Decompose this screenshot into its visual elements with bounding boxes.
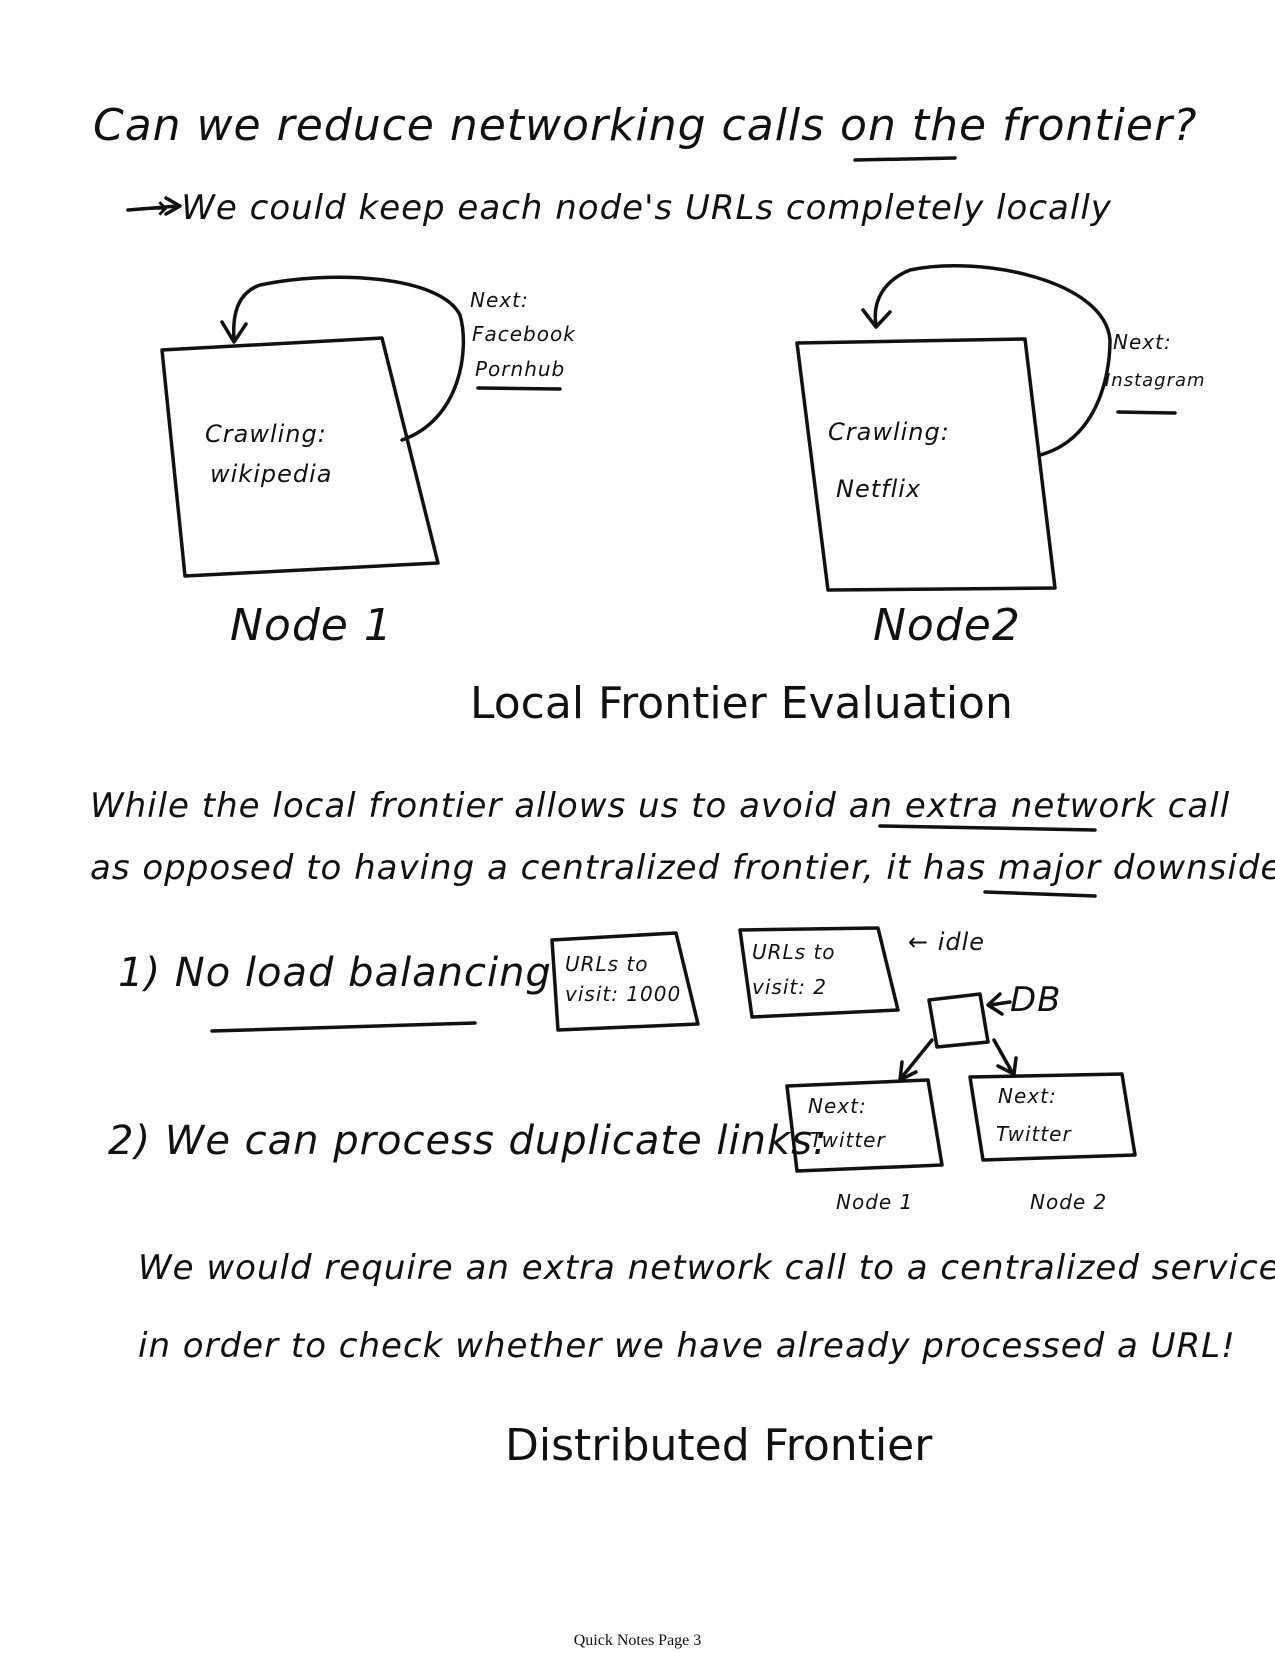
dup-box2-line2: Twitter xyxy=(996,1122,1072,1146)
underline-extra-network-call xyxy=(878,824,1097,832)
point-1-no-load-balancing: 1) No load balancing xyxy=(118,950,552,996)
dup-box1-caption: Node 1 xyxy=(836,1190,914,1214)
box-a-line1: URLs to xyxy=(565,952,649,976)
underline-instagram xyxy=(1116,410,1177,415)
node2-caption: Node2 xyxy=(873,600,1021,651)
box-b-line1: URLs to xyxy=(752,940,836,964)
subpoint-text: → We could keep each node's URLs complet… xyxy=(140,188,1112,228)
dup-box2-caption: Node 2 xyxy=(1030,1190,1108,1214)
db-label: DB xyxy=(1010,980,1062,1020)
node1-loop-arrow xyxy=(231,275,466,442)
node1-crawling-site: wikipedia xyxy=(210,460,333,488)
point-2-duplicate-links: 2) We can process duplicate links: xyxy=(108,1118,828,1164)
underline-no-load-balancing xyxy=(210,1021,477,1033)
conclusion-line-1: We would require an extra network call t… xyxy=(138,1248,1275,1288)
db-arrow-right xyxy=(992,1038,1014,1074)
underline-downsides xyxy=(983,890,1097,898)
node2-loop-arrow xyxy=(873,264,1112,457)
db-pointer-arrow-icon xyxy=(986,992,1012,1016)
box-a-line2: visit: 1000 xyxy=(565,982,682,1006)
dup-box1-line2: Twitter xyxy=(810,1128,886,1152)
dup-box2-outline xyxy=(968,1072,1137,1162)
conclusion-line-2: in order to check whether we have alread… xyxy=(138,1326,1236,1366)
box-a-outline xyxy=(550,931,700,1032)
paragraph-line-1: While the local frontier allows us to av… xyxy=(90,786,1231,826)
node1-crawling-label: Crawling: xyxy=(205,420,327,448)
db-arrow-left xyxy=(900,1038,934,1079)
box-b-line2: visit: 2 xyxy=(752,975,828,999)
node2-next-label: Next: xyxy=(1113,330,1172,354)
box-b-outline xyxy=(738,926,900,1019)
subpoint-arrow-icon xyxy=(126,196,182,216)
underline-pornhub xyxy=(476,386,562,391)
node1-next-item-2: Pornhub xyxy=(475,357,566,381)
db-box xyxy=(927,992,990,1049)
node2-crawling-site: Netflix xyxy=(836,475,922,503)
node2-crawling-label: Crawling: xyxy=(828,418,950,446)
node2-loop-arrowhead-icon xyxy=(861,308,892,329)
idle-note: ← idle xyxy=(908,928,986,956)
node1-caption: Node 1 xyxy=(230,600,393,651)
node1-box xyxy=(160,336,440,578)
heading-question: Can we reduce networking calls on the fr… xyxy=(93,100,1198,151)
dup-box1-outline xyxy=(785,1078,944,1173)
node2-box xyxy=(795,337,1057,592)
section-title-local-frontier: Local Frontier Evaluation xyxy=(470,678,1013,729)
node1-next-label: Next: xyxy=(470,288,529,312)
node1-next-item-1: Facebook xyxy=(472,322,576,346)
section-title-distributed-frontier: Distributed Frontier xyxy=(505,1420,933,1471)
page-footer: Quick Notes Page 3 xyxy=(573,1632,702,1649)
node2-next-item-1: Instagram xyxy=(1105,370,1206,391)
db-arrow-right-head-icon xyxy=(996,1056,1018,1076)
dup-box2-line1: Next: xyxy=(998,1084,1057,1108)
paragraph-line-2: as opposed to having a centralized front… xyxy=(90,848,1275,888)
node1-loop-arrowhead-icon xyxy=(220,320,248,344)
dup-box1-line1: Next: xyxy=(808,1094,867,1118)
underline-frontier xyxy=(853,156,957,162)
